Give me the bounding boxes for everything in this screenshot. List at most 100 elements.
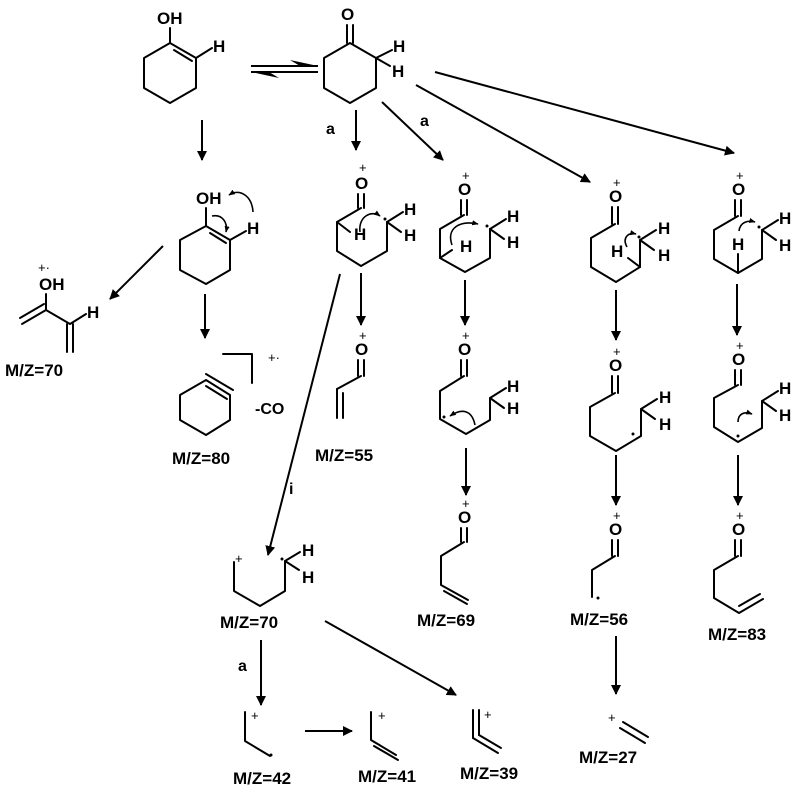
- m41-fragment: + M/Z=41: [358, 708, 416, 786]
- curved-arrow: [738, 217, 756, 232]
- hydrogen-label: H: [779, 209, 791, 228]
- plus-label: +: [613, 175, 621, 190]
- hydrogen-label: H: [392, 62, 404, 81]
- plus-label: +: [484, 707, 492, 722]
- hydrogen-label: H: [507, 207, 519, 226]
- plus-label: +: [359, 160, 367, 175]
- plus-label: +: [613, 508, 621, 523]
- plus-label: +: [736, 338, 744, 353]
- hydrogen-label: H: [460, 237, 472, 256]
- ketone-ring: [323, 42, 377, 104]
- oxygen-label: O: [341, 5, 354, 24]
- intermediate-2: + O H H: [439, 328, 519, 435]
- curved-arrow: [359, 210, 381, 233]
- plus-label: +: [235, 551, 243, 566]
- hydrogen-label: H: [779, 406, 791, 425]
- hydrogen-label: H: [302, 541, 314, 560]
- curved-arrow: [228, 189, 254, 213]
- alpha-ion-2: + O H H H: [439, 168, 519, 273]
- hydrogen-label: H: [659, 415, 671, 434]
- hydrogen-label: H: [779, 236, 791, 255]
- curved-arrow: [211, 214, 230, 233]
- oxygen-label: O: [609, 187, 622, 206]
- arrow-to-m39: [324, 620, 457, 696]
- cyclohexanone-structure: O H H: [323, 5, 405, 104]
- intermediate-4: + O H H: [713, 338, 791, 443]
- hydroxyl-label: OH: [196, 189, 222, 208]
- radical-cation-label: +·: [268, 350, 280, 365]
- arrow-to-m70-enol: [109, 245, 164, 300]
- m55-fragment: + O M/Z=55: [315, 328, 373, 465]
- plus-label: +: [736, 508, 744, 523]
- plus-label: +: [736, 168, 744, 183]
- m27-fragment: + M/Z=27: [579, 710, 649, 767]
- label-a: a: [326, 121, 335, 138]
- mz-label: M/Z=42: [233, 769, 291, 788]
- mz-label: M/Z=70: [220, 613, 278, 632]
- mz-label: M/Z=80: [172, 449, 230, 468]
- oxygen-label: O: [732, 180, 745, 199]
- m80-cyclohexyne: +· -CO M/Z=80: [172, 350, 284, 468]
- curved-arrow: [449, 220, 479, 246]
- hydrogen-label: H: [507, 399, 519, 418]
- cyclohexenol-structure: OH H: [143, 9, 225, 104]
- mz-label: M/Z=55: [315, 446, 373, 465]
- hydrogen-label: H: [354, 225, 366, 244]
- curved-arrow: [624, 230, 637, 248]
- loss-co-label: -CO: [255, 401, 284, 418]
- intermediate-3: + O H H: [589, 344, 671, 452]
- mz-label: M/Z=56: [570, 610, 628, 629]
- hydrogen-label: H: [507, 377, 519, 396]
- hydrogen-label: H: [732, 235, 744, 254]
- alpha-ion-4: + O H H H: [713, 168, 791, 274]
- enol-ch-bond: [195, 47, 213, 59]
- hydroxyl-label: OH: [39, 275, 65, 294]
- alpha-ion-1: + O H H H: [336, 160, 416, 267]
- oxygen-label: O: [458, 180, 471, 199]
- label-a: a: [420, 113, 429, 130]
- hydrogen-label: H: [659, 388, 671, 407]
- mz-label: M/Z=27: [579, 748, 637, 767]
- hydrogen-label: H: [404, 226, 416, 245]
- hydrogen-label: H: [247, 219, 259, 238]
- m83-fragment: + O M/Z=83: [708, 508, 766, 644]
- arrow-to-ion-4: [434, 71, 735, 156]
- m70-alkyl-fragment: + H H M/Z=70: [220, 541, 314, 632]
- oxygen-label: O: [458, 508, 471, 527]
- label-i: i: [289, 481, 293, 498]
- mz-label: M/Z=83: [708, 625, 766, 644]
- hydrogen-label: H: [779, 379, 791, 398]
- enol-ring: [143, 27, 197, 104]
- hydrogen-label: H: [507, 233, 519, 252]
- mz-label: M/Z=70: [5, 361, 63, 380]
- arrow-alpha-2: [381, 101, 444, 161]
- hydrogen-label: H: [658, 246, 670, 265]
- arrow-inductive: [265, 273, 341, 556]
- plus-label: +: [608, 710, 616, 725]
- hydrogen-label: H: [611, 242, 623, 261]
- m56-fragment: + O M/Z=56: [570, 508, 628, 629]
- m39-fragment: + M/Z=39: [460, 707, 518, 783]
- hydrogen-label: H: [87, 303, 99, 322]
- m69-fragment: + O M/Z=69: [417, 496, 475, 630]
- hydrogen-label: H: [658, 219, 670, 238]
- oxygen-label: O: [609, 520, 622, 539]
- curved-arrow: [737, 409, 753, 423]
- hydrogen-label: H: [393, 37, 405, 56]
- label-a: a: [238, 658, 247, 675]
- m42-fragment: + M/Z=42: [233, 708, 291, 788]
- arrow-to-ion-3: [415, 84, 591, 183]
- hydrogen-label: H: [213, 37, 225, 56]
- plus-label: +: [462, 496, 470, 511]
- hydroxyl-label: OH: [157, 9, 183, 28]
- enol-h-transfer-structure: OH H: [179, 189, 259, 285]
- plus-label: +: [613, 344, 621, 359]
- oxygen-label: O: [355, 340, 368, 359]
- curved-arrow: [449, 410, 476, 426]
- oxygen-label: O: [732, 350, 745, 369]
- plus-label: +: [359, 328, 367, 343]
- m70-enol-fragment: +· OH H M/Z=70: [5, 260, 99, 380]
- hydrogen-label: H: [302, 568, 314, 587]
- hydrogen-label: H: [404, 200, 416, 219]
